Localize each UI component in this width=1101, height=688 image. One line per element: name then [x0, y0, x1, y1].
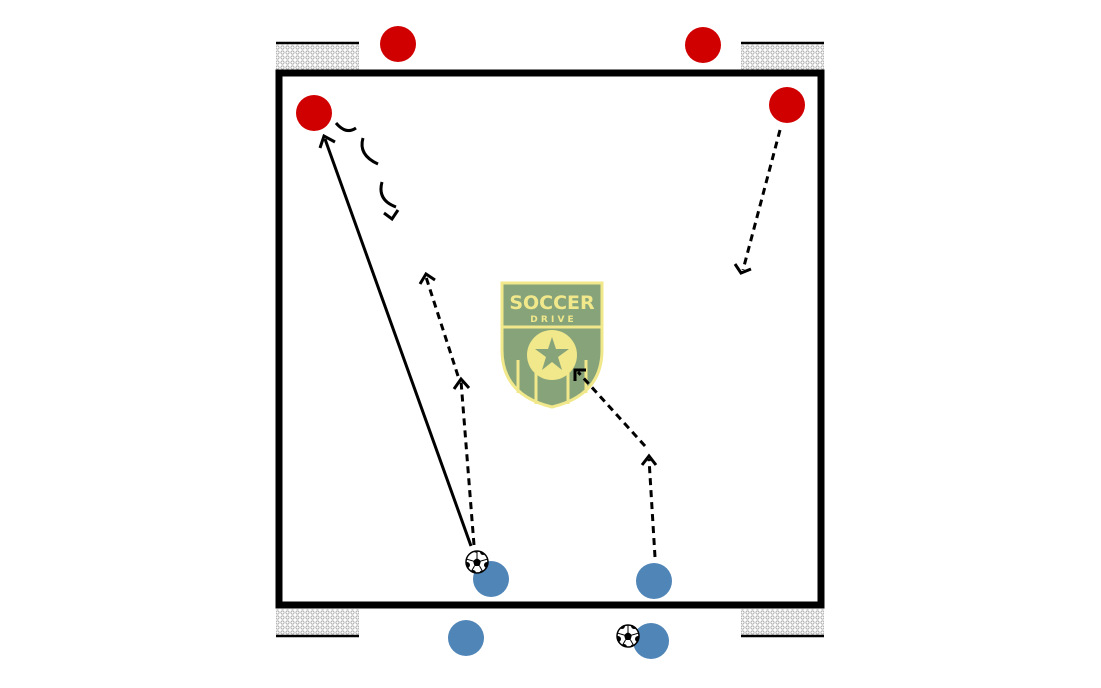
arrow-pass	[318, 133, 473, 547]
soccer-ball-icon	[616, 624, 640, 648]
red-player	[685, 27, 721, 63]
goal-bottom-left	[276, 609, 359, 638]
field-boundary	[275, 69, 825, 609]
arrow-dribble-2	[418, 271, 460, 377]
arrow-run-right	[640, 453, 658, 558]
logo-star-icon	[535, 337, 569, 370]
goal-top-left	[276, 41, 359, 70]
arrow-defender-run	[733, 129, 782, 275]
red-player	[769, 87, 805, 123]
blue-player	[633, 623, 669, 659]
soccer-ball-icon	[465, 550, 489, 574]
goal-top-right	[741, 41, 824, 70]
blue-player	[448, 620, 484, 656]
logo-text-soccer: SOCCER	[509, 292, 595, 314]
arrow-dribble-1	[452, 376, 476, 546]
arrow-run-center	[573, 368, 647, 448]
logo-text-drive: D R I V E	[530, 315, 573, 325]
soccer-drive-logo: SOCCER D R I V E	[500, 281, 604, 409]
blue-player	[636, 563, 672, 599]
goal-bottom-right	[741, 609, 824, 638]
red-player	[380, 26, 416, 62]
red-player	[296, 95, 332, 131]
arrow-curved-run	[334, 122, 400, 222]
